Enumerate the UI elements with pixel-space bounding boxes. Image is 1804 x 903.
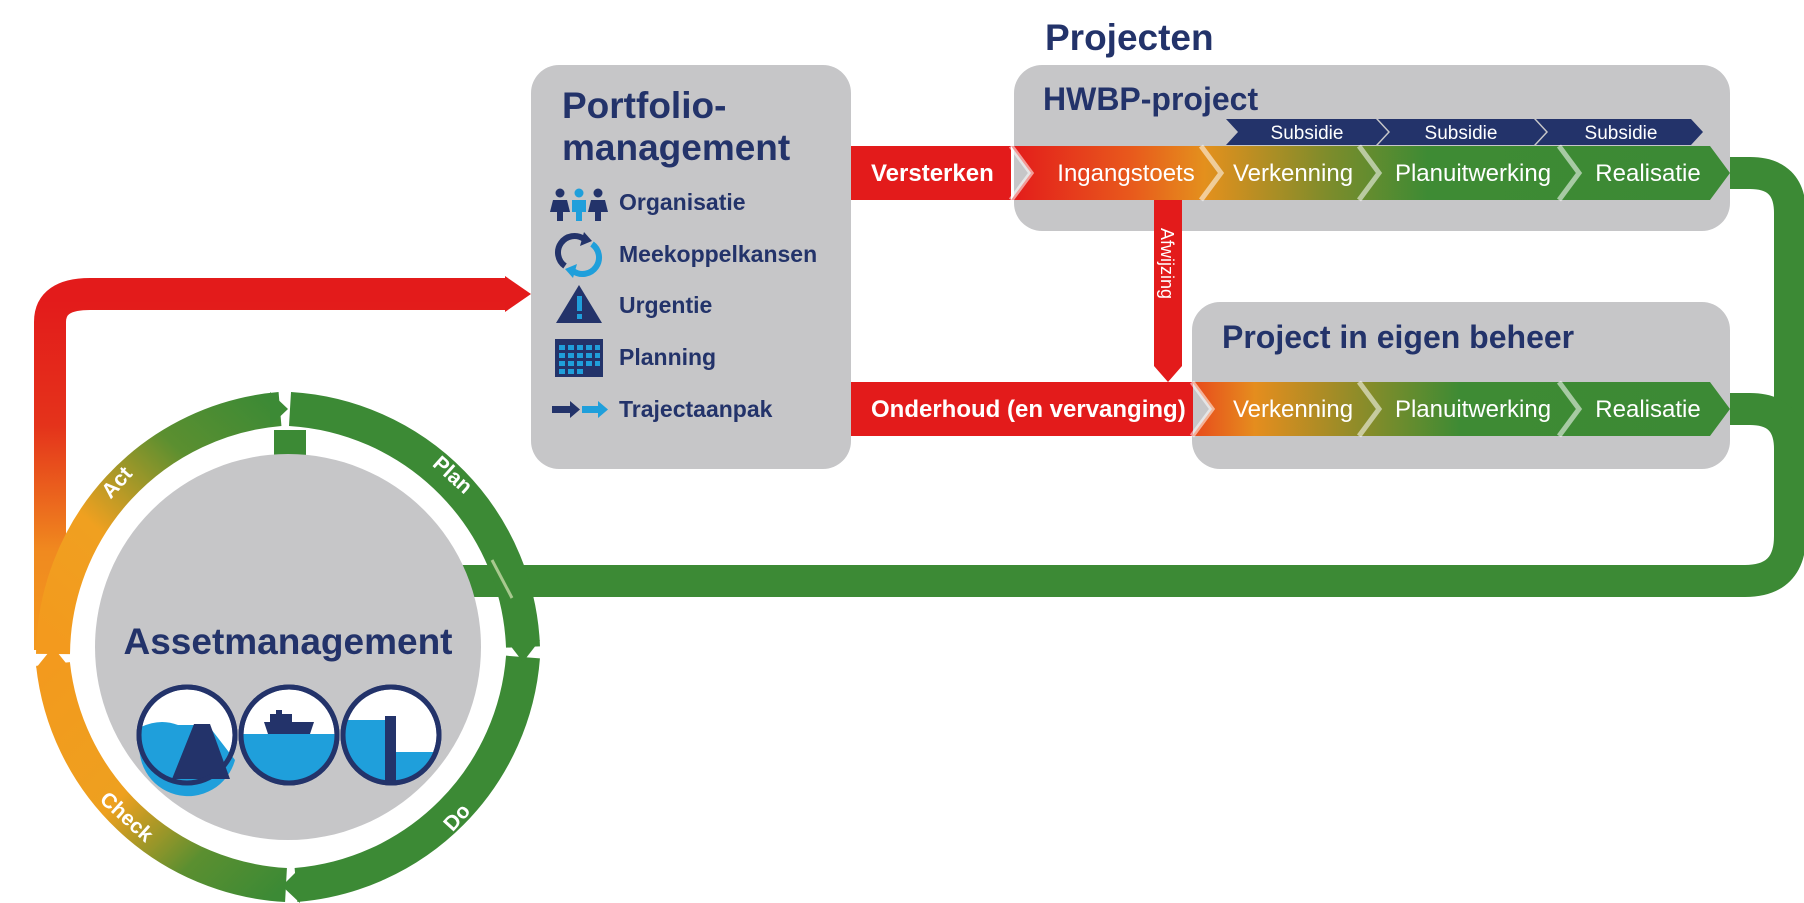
subsidie-label: Subsidie <box>1585 123 1658 144</box>
subsidie-chevron <box>1536 119 1703 145</box>
warning-triangle-icon <box>556 285 602 323</box>
versterken-bar <box>851 146 1011 200</box>
double-arrow-icon <box>552 401 608 418</box>
asset-title: Assetmanagement <box>123 621 452 662</box>
people-icon <box>550 188 608 221</box>
pdca-plan-arc <box>288 392 540 648</box>
afwijzing-connector <box>1154 200 1182 382</box>
eigen-beheer-title: Project in eigen beheer <box>1222 319 1574 355</box>
dike-icon <box>136 684 238 797</box>
hwbp-process-bar <box>1011 146 1730 200</box>
portfolio-box <box>531 65 851 469</box>
pdca-act-arc <box>36 392 282 655</box>
hwbp-step-label: Verkenning <box>1233 160 1353 187</box>
subsidie-label: Subsidie <box>1271 123 1344 144</box>
eigen-beheer-process-bar <box>1192 382 1730 436</box>
lock-gate-icon <box>340 684 442 786</box>
portfolio-item-label: Urgentie <box>619 292 712 318</box>
pdca-ring <box>36 392 540 903</box>
onderhoud-label: Onderhoud (en vervanging) <box>871 396 1186 423</box>
portfolio-item-label: Organisatie <box>619 189 746 215</box>
hwbp-title: HWBP-project <box>1043 81 1258 117</box>
versterken-label: Versterken <box>871 160 994 187</box>
cycle-arrows-icon <box>555 232 602 278</box>
projects-title: Projecten <box>1045 17 1214 58</box>
portfolio-item-label: Meekoppelkansen <box>619 241 817 267</box>
calendar-grid-icon <box>555 339 603 377</box>
pdca-do-arc <box>294 655 540 902</box>
onderhoud-bar <box>851 382 1193 436</box>
eigen-beheer-step-separators <box>1189 380 1583 438</box>
eigen-beheer-step-label: Verkenning <box>1233 396 1353 423</box>
portfolio-title-line1: Portfolio- <box>562 85 726 126</box>
arrow-into-portfolio <box>505 276 531 312</box>
hwbp-step-label: Realisatie <box>1595 160 1700 187</box>
portfolio-item-label: Trajectaanpak <box>619 396 773 422</box>
subsidie-chevron <box>1378 119 1546 145</box>
subsidie-bar <box>1226 119 1703 145</box>
pdca-check-arc <box>36 662 288 902</box>
afwijzing-label: Afwijzing <box>1157 228 1177 299</box>
ship-icon <box>238 684 340 786</box>
hwbp-step-separators <box>1008 144 1583 202</box>
portfolio-title-line2: management <box>562 127 790 168</box>
hwbp-step-label: Ingangstoets <box>1057 160 1194 187</box>
eigen-beheer-return <box>1730 393 1804 450</box>
hwbp-step-label: Planuitwerking <box>1395 160 1551 187</box>
portfolio-item-label: Planning <box>619 344 716 370</box>
subsidie-chevron <box>1226 119 1388 145</box>
act-to-portfolio-flow <box>34 278 505 650</box>
eigen-beheer-step-label: Planuitwerking <box>1395 396 1551 423</box>
eigen-beheer-step-label: Realisatie <box>1595 396 1700 423</box>
subsidie-label: Subsidie <box>1425 123 1498 144</box>
